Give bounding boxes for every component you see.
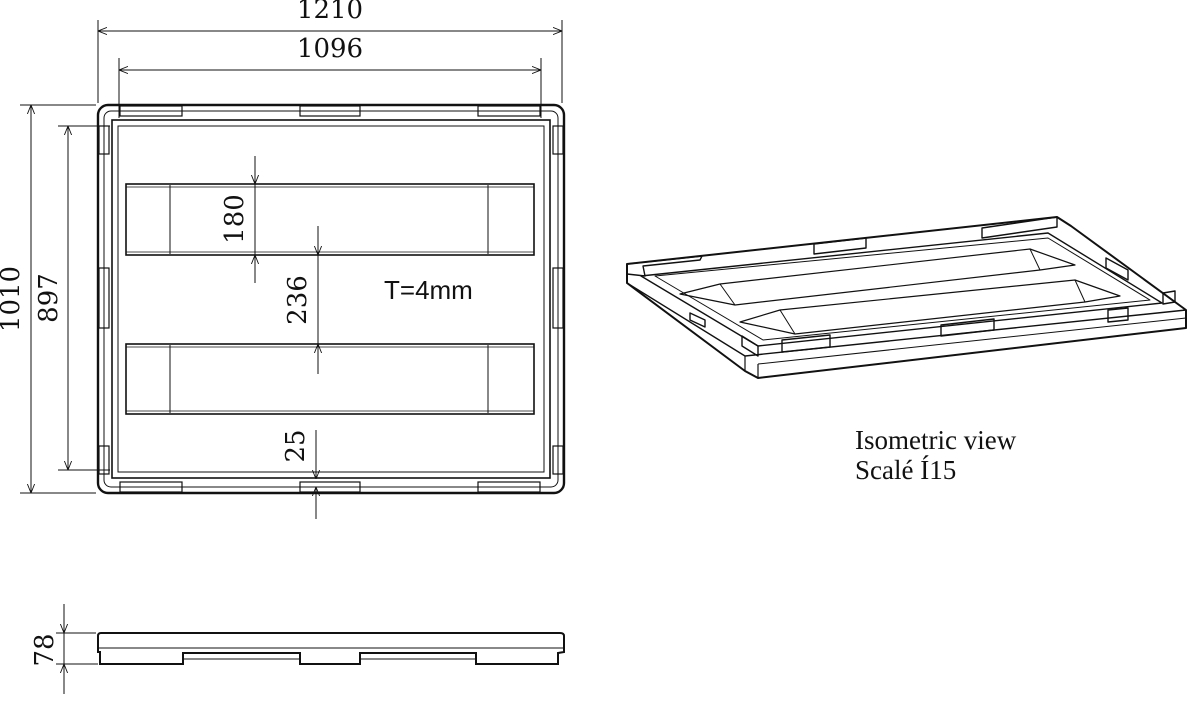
iso-lug [1107, 307, 1129, 323]
dim-bottom-gap: 25 [281, 429, 360, 519]
plan-outer-rim [96, 103, 566, 495]
dim-strip-gap: 236 [283, 226, 318, 374]
rim-lug [299, 105, 361, 117]
plan-rim-inner-line [103, 110, 559, 488]
side-view: 78 [30, 604, 565, 694]
dim-strip-width: 180 [220, 156, 255, 283]
dim-height: 78 [30, 604, 98, 694]
lower-strip [125, 343, 535, 415]
iso-lug [781, 334, 831, 353]
iso-lug [626, 255, 703, 277]
dim-overall-depth: 1010 [0, 104, 96, 494]
iso-lug [689, 312, 706, 328]
dim-label-25: 25 [281, 429, 311, 462]
iso-caption-scale: Scalé Í15 [855, 455, 956, 485]
dim-inner-depth: 897 [34, 125, 110, 471]
dim-label-180: 180 [220, 194, 250, 244]
iso-lug [813, 237, 867, 255]
rim-lug [98, 445, 110, 475]
rim-lug [552, 125, 564, 155]
thickness-note: T=4mm [384, 275, 473, 305]
iso-lug [1105, 257, 1129, 281]
dim-label-897: 897 [34, 273, 64, 323]
iso-inner-rim [640, 232, 1163, 347]
iso-lug [981, 216, 1058, 239]
rim-lug [98, 267, 110, 329]
dim-label-1010: 1010 [0, 266, 26, 332]
dim-inner-width: 1096 [118, 34, 542, 118]
iso-caption-title: Isometric view [855, 425, 1017, 455]
rim-lug [552, 445, 564, 475]
plan-inner-tray [111, 119, 551, 479]
iso-lug [1162, 290, 1176, 305]
dim-label-1210: 1210 [297, 0, 363, 25]
dim-label-1096: 1096 [297, 34, 363, 64]
dim-overall-width: 1210 [97, 0, 563, 103]
rim-lug [119, 481, 183, 493]
rim-lug [477, 481, 541, 493]
upper-strip [125, 183, 535, 256]
dim-label-78: 78 [30, 633, 60, 666]
plan-inner-tray-edge [117, 125, 545, 473]
rim-lug [552, 267, 564, 329]
iso-lug [940, 318, 995, 337]
plan-view: 1210 1096 1010 897 180 [0, 0, 566, 519]
iso-strip-rear [679, 248, 1076, 306]
rim-lug [119, 105, 183, 117]
dim-label-236: 236 [283, 275, 313, 325]
rim-lug [477, 105, 541, 117]
isometric-view [626, 216, 1187, 379]
side-profile [97, 632, 565, 665]
iso-strip-front [739, 279, 1121, 335]
iso-lug [741, 335, 759, 357]
